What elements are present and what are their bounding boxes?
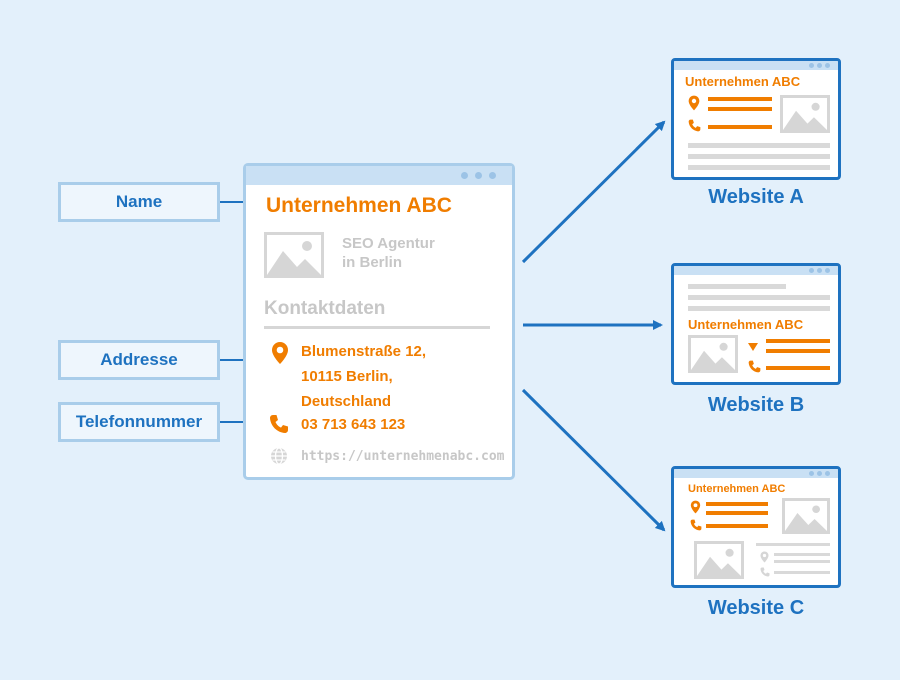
image-placeholder-icon <box>264 232 324 278</box>
address-block: Blumenstraße 12, 10115 Berlin, Deutschla… <box>301 339 501 414</box>
map-pin-icon <box>748 343 758 351</box>
window-dot-icon <box>825 63 830 68</box>
tagline-line2: in Berlin <box>342 254 403 271</box>
image-placeholder-icon <box>782 498 830 534</box>
company-name: Unternehmen ABC <box>266 194 452 217</box>
image-placeholder-icon <box>694 541 744 579</box>
contact-divider <box>264 326 490 329</box>
address-line <box>766 339 830 343</box>
text-placeholder-line <box>774 571 830 574</box>
text-placeholder-line <box>774 553 830 556</box>
label-address: Addresse <box>58 340 220 380</box>
text-placeholder-line <box>688 295 830 300</box>
arrow-to-website-c <box>521 388 666 532</box>
globe-icon <box>271 447 287 465</box>
image-placeholder-icon <box>688 335 738 373</box>
window-dot-icon <box>817 471 822 476</box>
phone-icon <box>688 119 701 132</box>
text-placeholder-line <box>688 284 786 289</box>
map-pin-icon <box>688 95 700 111</box>
phone-icon <box>760 567 770 577</box>
text-placeholder-line <box>688 306 830 311</box>
address-line3: Deutschland <box>301 393 392 410</box>
map-pin-icon <box>272 342 288 364</box>
window-dot-icon <box>489 172 496 179</box>
window-dot-icon <box>817 63 822 68</box>
window-title-bar <box>246 166 512 185</box>
window-title-bar <box>674 61 838 70</box>
website-a-card: Unternehmen ABC <box>671 58 841 180</box>
address-line <box>708 107 772 111</box>
label-name: Name <box>58 182 220 222</box>
text-placeholder-line <box>688 154 830 159</box>
website-a-company: Unternehmen ABC <box>685 74 801 89</box>
text-placeholder-line <box>688 165 830 170</box>
phone-icon <box>690 519 702 531</box>
phone-icon <box>748 360 761 373</box>
address-line1: Blumenstraße 12, <box>301 343 427 360</box>
window-dot-icon <box>809 471 814 476</box>
phone-connector <box>220 421 252 423</box>
window-dot-icon <box>809 268 814 273</box>
address-line <box>706 502 768 506</box>
map-pin-icon <box>760 551 769 563</box>
phone-line <box>766 366 830 370</box>
website-url: https://unternehmenabc.com <box>301 449 505 464</box>
main-business-card: Unternehmen ABC SEO Agentur in Berlin Ko… <box>243 163 515 480</box>
window-dot-icon <box>475 172 482 179</box>
text-placeholder-line <box>688 143 830 148</box>
phone-number: 03 713 643 123 <box>301 416 406 433</box>
website-b-company: Unternehmen ABC <box>688 317 804 332</box>
phone-line <box>706 524 768 528</box>
label-name-text: Name <box>115 192 163 211</box>
company-tagline: SEO Agentur in Berlin <box>342 234 502 272</box>
address-connector <box>220 359 252 361</box>
phone-icon <box>270 415 288 433</box>
image-placeholder-icon <box>780 95 830 133</box>
website-b-label: Website B <box>707 394 805 416</box>
label-phone-text: Telefonnummer <box>75 412 203 431</box>
address-line <box>708 97 772 101</box>
address-line2: 10115 Berlin, <box>301 368 393 385</box>
contact-heading: Kontaktdaten <box>264 298 386 319</box>
text-placeholder-line <box>774 560 830 563</box>
arrow-to-website-a <box>521 120 666 264</box>
window-dot-icon <box>825 471 830 476</box>
name-connector <box>220 201 252 203</box>
website-c-label: Website C <box>707 597 805 619</box>
window-dot-icon <box>817 268 822 273</box>
address-line <box>706 511 768 515</box>
window-title-bar <box>674 469 838 478</box>
window-dot-icon <box>461 172 468 179</box>
website-c-card: Unternehmen ABC <box>671 466 841 588</box>
phone-line <box>708 125 772 129</box>
window-dot-icon <box>809 63 814 68</box>
tagline-line1: SEO Agentur <box>342 235 435 252</box>
window-title-bar <box>674 266 838 275</box>
map-pin-icon <box>690 500 701 514</box>
website-c-company: Unternehmen ABC <box>688 483 786 495</box>
label-phone: Telefonnummer <box>58 402 220 442</box>
label-address-text: Addresse <box>100 350 178 369</box>
window-dot-icon <box>825 268 830 273</box>
website-b-card: Unternehmen ABC <box>671 263 841 385</box>
address-line <box>766 349 830 353</box>
text-placeholder-line <box>756 543 830 546</box>
website-a-label: Website A <box>708 186 804 208</box>
